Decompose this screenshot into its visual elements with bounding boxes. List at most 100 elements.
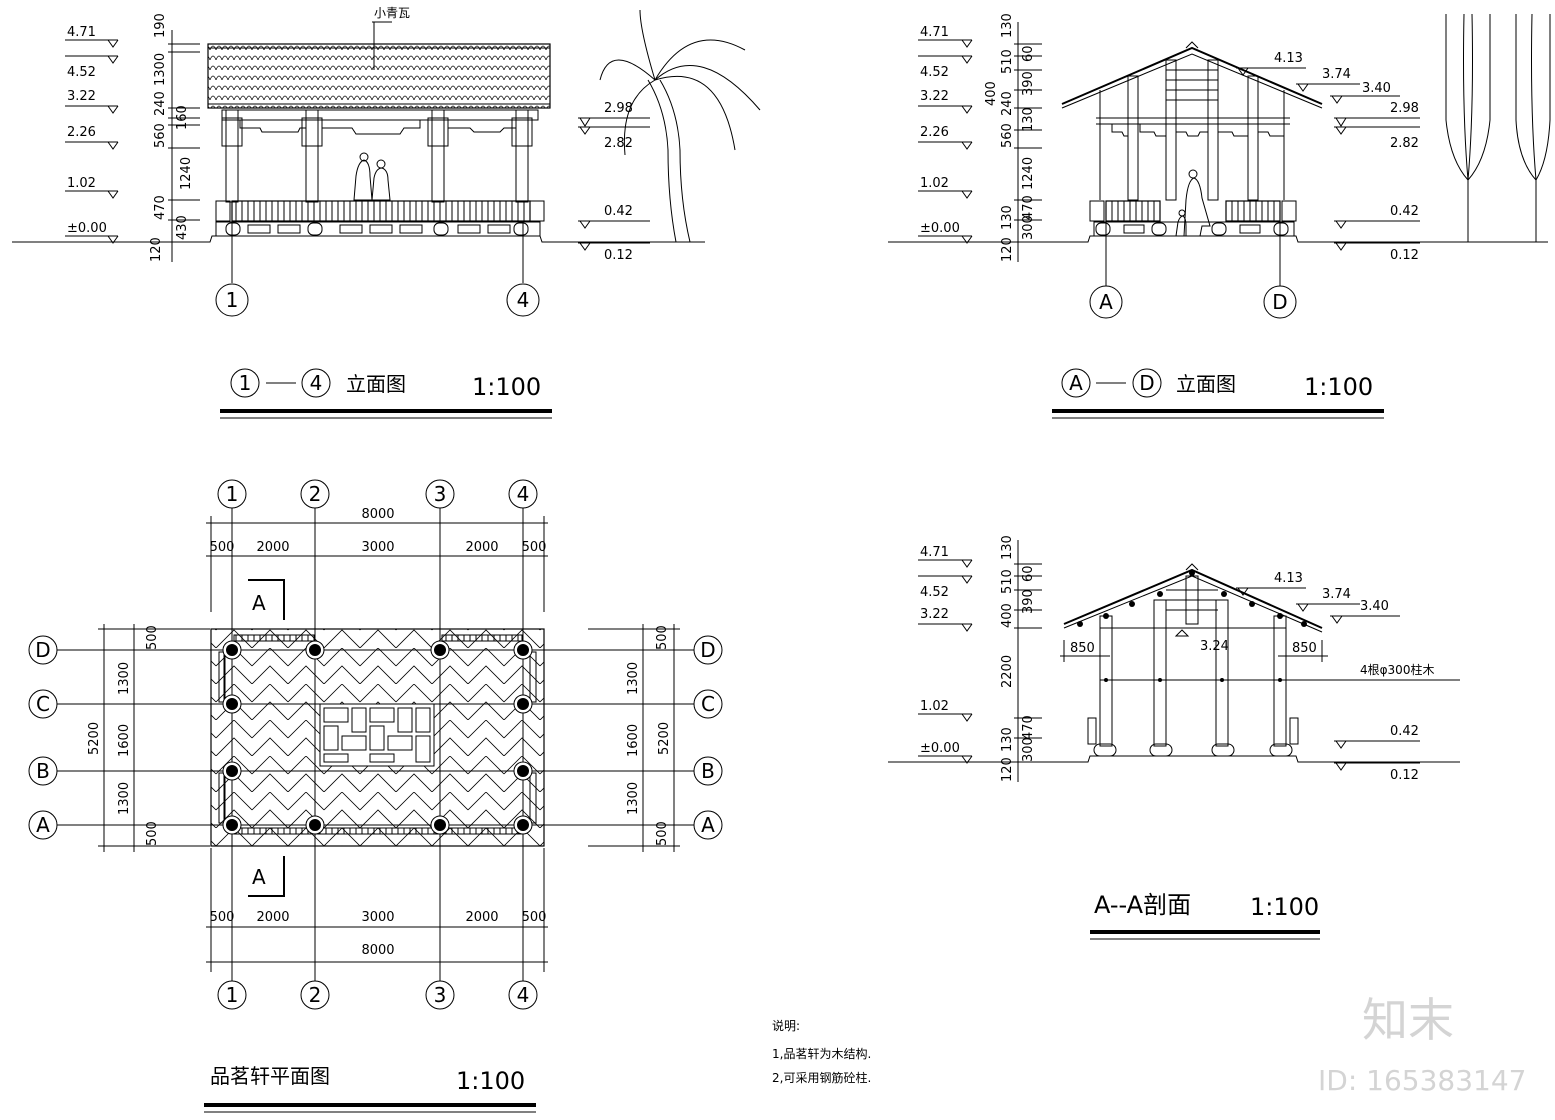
svg-text:120: 120 <box>1000 237 1015 262</box>
svg-text:3.22: 3.22 <box>920 607 949 622</box>
plan-columns <box>222 640 533 835</box>
plan-railings <box>218 634 537 835</box>
level-markers-left: 4.71 4.52 3.22 2.26 1.02 ±0.00 <box>918 25 973 244</box>
level-label: 0.12 <box>604 248 633 263</box>
dim-text: 1240 <box>179 157 194 190</box>
svg-text:390: 390 <box>1021 71 1036 96</box>
drawing-title-plan: 品茗轩平面图 1:100 <box>204 1064 536 1113</box>
bracket-frieze <box>1111 124 1284 137</box>
svg-text:300: 300 <box>1021 215 1036 240</box>
axis-bubbles-bottom: 1 2 3 4 <box>217 980 538 1010</box>
tree-silhouettes <box>1445 13 1551 242</box>
human-figure <box>1183 177 1211 237</box>
svg-text:0.42: 0.42 <box>1390 724 1419 739</box>
section-a-a: 4.71 4.52 3.22 1.02 ±0.00 130 510 60 390… <box>888 535 1460 940</box>
svg-text:3.24: 3.24 <box>1200 639 1229 654</box>
level-label: 3.22 <box>67 89 96 104</box>
svg-text:850: 850 <box>1070 641 1095 656</box>
svg-text:500: 500 <box>522 540 547 555</box>
axis-bubbles-right: D C B A <box>693 635 723 840</box>
tiled-roof <box>207 43 551 109</box>
svg-text:8000: 8000 <box>361 943 394 958</box>
svg-text:500: 500 <box>145 821 160 846</box>
svg-text:A: A <box>1099 290 1113 314</box>
section-columns <box>1087 599 1299 757</box>
svg-text:说明:: 说明: <box>772 1018 800 1033</box>
svg-text:2.26: 2.26 <box>920 125 949 140</box>
svg-text:1.02: 1.02 <box>920 699 949 714</box>
dimensions-left: 5200 500 1300 1600 1300 500 <box>87 624 210 852</box>
level-label: 4.71 <box>67 25 96 40</box>
svg-text:2000: 2000 <box>256 540 289 555</box>
center-paving-panel <box>319 703 435 767</box>
vertical-dimension-chain: 130 510 60 390 400 240 130 560 1240 470 … <box>984 13 1042 262</box>
notes: 说明: 1,品茗轩为木结构. 2,可采用钢筋砼柱. <box>772 1018 871 1085</box>
svg-text:3: 3 <box>434 482 447 506</box>
svg-text:400: 400 <box>1000 603 1015 628</box>
scale-text: 1:100 <box>472 373 541 401</box>
plinth-ornament <box>225 222 529 236</box>
svg-text:A: A <box>36 813 50 837</box>
svg-text:2000: 2000 <box>465 540 498 555</box>
svg-text:知末: 知末 <box>1362 993 1454 1047</box>
svg-text:3.22: 3.22 <box>920 89 949 104</box>
ground-line <box>888 755 1460 763</box>
svg-text:0.42: 0.42 <box>1390 204 1419 219</box>
floor-plan: 1 2 3 4 1 2 3 4 8000 5 <box>28 479 723 1113</box>
svg-text:500: 500 <box>655 625 670 650</box>
eave-dimensions: 850 850 3.24 <box>1060 639 1328 662</box>
level-markers-right: 4.13 3.74 3.40 2.98 2.82 0.42 0.12 <box>1236 51 1420 263</box>
svg-text:1: 1 <box>239 371 252 395</box>
svg-text:D: D <box>35 638 50 662</box>
svg-text:2.98: 2.98 <box>1390 101 1419 116</box>
svg-text:2: 2 <box>309 482 322 506</box>
svg-text:1: 1 <box>226 288 239 312</box>
ground-line <box>888 235 1548 243</box>
svg-text:3000: 3000 <box>361 910 394 925</box>
dimensions-bottom: 8000 500 2000 3000 2000 500 <box>206 848 548 972</box>
columns <box>221 109 533 203</box>
svg-text:1: 1 <box>226 482 239 506</box>
svg-text:2: 2 <box>309 983 322 1007</box>
svg-text:1:100: 1:100 <box>456 1067 525 1095</box>
dim-text: 430 <box>175 215 190 240</box>
svg-text:D: D <box>700 638 715 662</box>
level-markers-right: 2.98 2.82 0.42 0.12 <box>578 101 650 263</box>
level-label: 2.82 <box>604 136 633 151</box>
svg-text:130: 130 <box>1000 727 1015 752</box>
svg-text:510: 510 <box>1000 49 1015 74</box>
svg-text:4: 4 <box>517 288 530 312</box>
svg-text:品茗轩平面图: 品茗轩平面图 <box>210 1064 330 1088</box>
section-roof <box>1063 563 1323 637</box>
railing <box>1225 200 1281 222</box>
dimensions-right: 5200 500 1300 1600 1300 500 <box>588 624 680 852</box>
svg-text:1:100: 1:100 <box>1250 893 1319 921</box>
svg-text:1: 1 <box>226 983 239 1007</box>
svg-text:510: 510 <box>1000 569 1015 594</box>
svg-text:1300: 1300 <box>626 662 641 695</box>
dim-text: 240 <box>153 91 168 116</box>
roof-note: 小青瓦 <box>374 6 410 20</box>
svg-text:500: 500 <box>210 540 235 555</box>
section-marker-bottom: A <box>248 856 285 897</box>
svg-text:1240: 1240 <box>1021 157 1036 190</box>
svg-text:5200: 5200 <box>87 722 102 755</box>
svg-text:4.13: 4.13 <box>1274 51 1303 66</box>
svg-text:1:100: 1:100 <box>1304 373 1373 401</box>
svg-text:130: 130 <box>1021 107 1036 132</box>
center-basket-weave <box>323 707 431 763</box>
svg-text:4.13: 4.13 <box>1274 571 1303 586</box>
svg-text:3000: 3000 <box>361 540 394 555</box>
svg-text:3.74: 3.74 <box>1322 67 1351 82</box>
svg-text:400: 400 <box>984 81 999 106</box>
svg-text:500: 500 <box>210 910 235 925</box>
svg-text:0.12: 0.12 <box>1390 768 1419 783</box>
beam <box>221 109 539 121</box>
title-text: 立面图 <box>346 372 406 396</box>
svg-text:C: C <box>36 692 50 716</box>
level-markers-right: 4.13 3.74 3.40 0.42 0.12 <box>1236 571 1420 783</box>
svg-text:3.40: 3.40 <box>1362 81 1391 96</box>
dim-text: 470 <box>153 195 168 220</box>
svg-text:240: 240 <box>1000 91 1015 116</box>
svg-text:1600: 1600 <box>117 724 132 757</box>
